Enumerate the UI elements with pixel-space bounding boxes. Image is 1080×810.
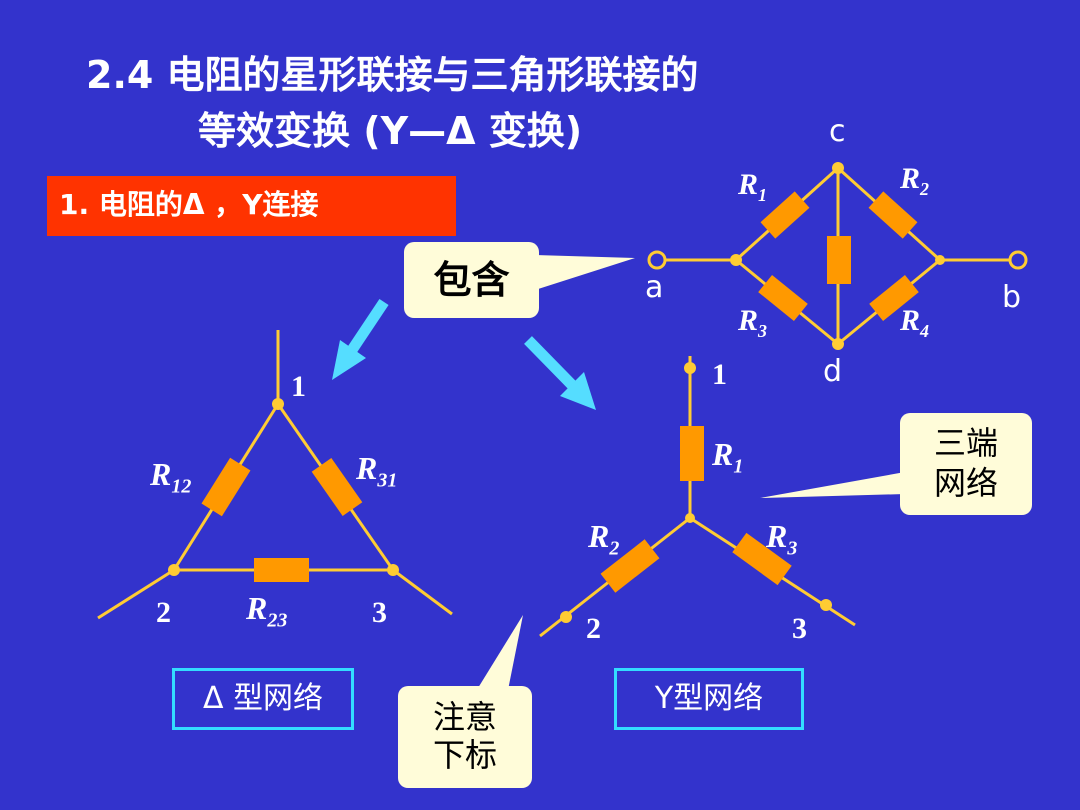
delta-label-r12: R12 [150,456,192,498]
star-node-3: 3 [792,612,807,645]
delta-label-r23: R23 [246,590,288,632]
slide-title-line2: 等效变换 (Y—Δ 变换) [198,109,583,153]
bridge-label-r3: R3 [738,304,768,341]
resistor-bridge-r3 [758,274,808,322]
resistor-bridge-r2 [868,191,918,239]
star-center-dot [685,513,695,523]
bridge-label-r2: R2 [900,162,930,199]
section-label: 1. 电阻的Δ ，Y连接 [47,176,456,236]
star-label-r1: R1 [712,436,744,478]
delta-label-r31: R31 [356,450,398,492]
bridge-label-r1: R1 [738,168,768,205]
three-terminal-line2: 网络 [933,464,998,502]
star-node-3-dot [820,599,832,611]
delta-node-1-dot [272,398,284,410]
arrow-to-star [524,336,596,410]
resistor-r31 [311,457,363,517]
three-terminal-bubble-tail [760,472,905,498]
delta-node-3: 3 [372,596,387,629]
delta-node-1: 1 [291,370,306,403]
star-node-2: 2 [586,612,601,645]
delta-network-caption: Δ 型网络 [172,668,354,730]
star-node-1: 1 [712,358,727,391]
note-line1: 注意 [432,698,497,736]
bridge-terminal-c: c [829,114,846,149]
node-d-dot [832,338,844,350]
bridge-label-r4: R4 [900,304,930,341]
terminal-a-icon [647,250,667,270]
resistor-star-r2 [600,539,660,593]
resistor-bridge-r4 [869,274,919,322]
contain-bubble: 包含 [404,242,539,318]
resistor-star-r1 [680,426,704,481]
star-network-caption: Y型网络 [614,668,804,730]
delta-node-3-dot [387,564,399,576]
resistor-r23 [254,558,309,582]
delta-node-2: 2 [156,596,171,629]
terminal-b-icon [1008,250,1028,270]
node-c-dot [832,162,844,174]
star-node-2-dot [560,611,572,623]
star-node-1-dot [684,362,696,374]
bridge-terminal-d: d [823,354,843,389]
three-terminal-bubble: 三端 网络 [900,413,1032,515]
arrow-to-delta [332,298,389,380]
resistor-star-r3 [732,532,792,586]
star-label-r3: R3 [766,518,798,560]
bridge-terminal-b: b [1002,280,1022,315]
slide-title-line1: 2.4 电阻的星形联接与三角形联接的 [86,53,699,97]
node-b-junction [935,255,945,265]
node-a-junction [730,254,742,266]
resistor-r12 [201,457,251,517]
three-terminal-line1: 三端 [933,424,998,462]
note-bubble-tail [478,615,523,690]
delta-node-2-dot [168,564,180,576]
bridge-terminal-a: a [645,270,664,305]
contain-bubble-tail [535,255,635,290]
note-subscript-bubble: 注意 下标 [398,686,532,788]
star-label-r2: R2 [588,518,620,560]
resistor-bridge-middle [827,236,851,284]
note-line2: 下标 [432,736,497,774]
resistor-bridge-r1 [760,191,810,239]
